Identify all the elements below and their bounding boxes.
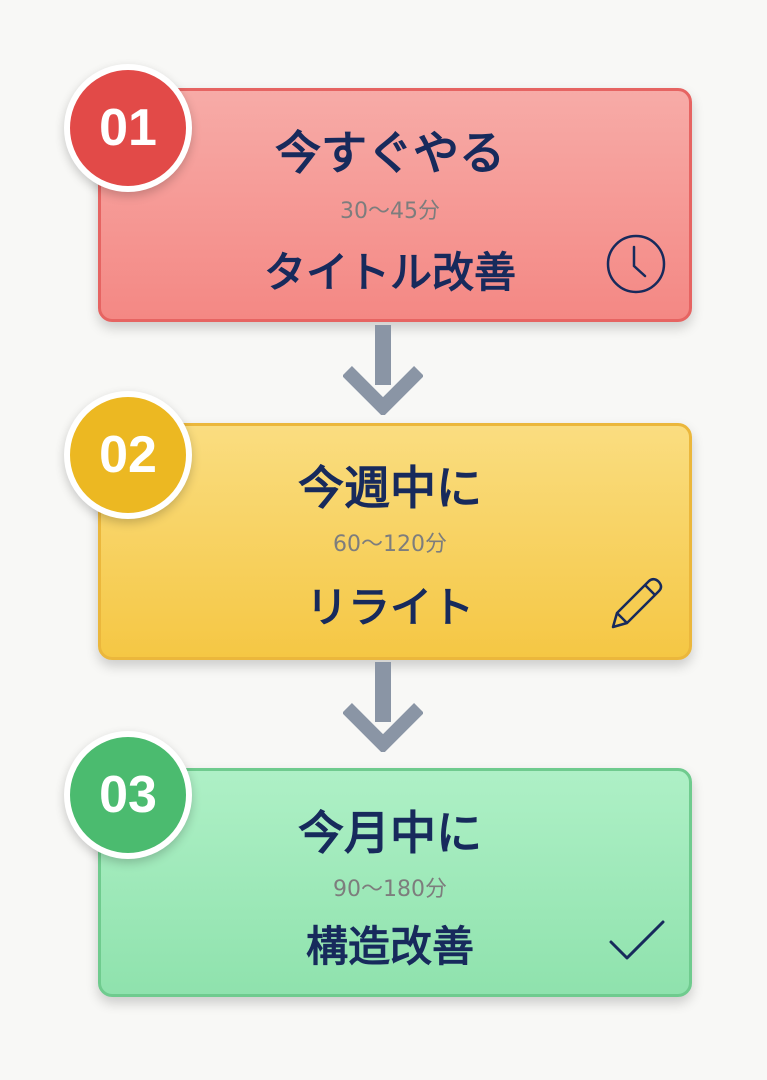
- step-time: 30〜45分: [340, 199, 440, 224]
- down-arrow-icon: [343, 662, 423, 752]
- step-title: 今週中に: [298, 461, 482, 515]
- step-task: タイトル改善: [263, 248, 516, 297]
- step-number-badge: 01: [64, 64, 192, 192]
- step-task: 構造改善: [305, 922, 474, 971]
- step-time: 60〜120分: [333, 532, 447, 557]
- step-title: 今すぐやる: [275, 126, 505, 180]
- step-number-badge: 02: [64, 391, 192, 519]
- clock-icon: [606, 234, 666, 294]
- step-task: リライト: [305, 583, 474, 632]
- step-card-3: 今月中に 90〜180分 構造改善: [98, 768, 692, 997]
- step-card-1: 今すぐやる 30〜45分 タイトル改善: [98, 88, 692, 322]
- step-time: 90〜180分: [333, 877, 447, 902]
- step-number-badge: 03: [64, 731, 192, 859]
- step-title: 今月中に: [298, 806, 482, 860]
- down-arrow-icon: [343, 325, 423, 415]
- step-card-2: 今週中に 60〜120分 リライト: [98, 423, 692, 660]
- checkmark-icon: [609, 920, 665, 960]
- pencil-icon: [611, 578, 663, 629]
